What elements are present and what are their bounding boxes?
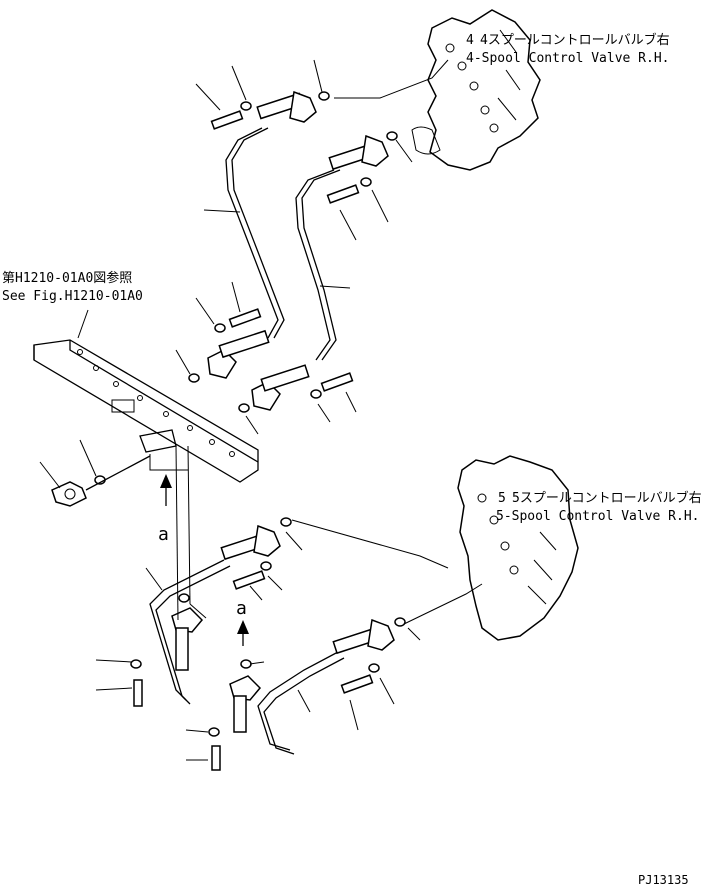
valve-top-number: 4	[466, 33, 474, 48]
hose-lower-b	[229, 618, 395, 755]
arrow-a-lower-label: a	[236, 598, 247, 619]
hose-upper-a	[207, 90, 317, 379]
bolt-set-upper	[188, 91, 398, 413]
arrow-a-lower	[237, 620, 249, 646]
hose-upper-b	[251, 134, 389, 411]
valve-bottom-en-label: 5-Spool Control Valve R.H.	[496, 509, 700, 524]
reference-en-label: See Fig.H1210-01A0	[2, 289, 143, 304]
control-valve-4-spool	[411, 9, 541, 171]
valve-top-en-label: 4-Spool Control Valve R.H.	[466, 51, 670, 66]
valve-top-jp-label: 4スプールコントロールバルブ右	[480, 32, 670, 48]
valve-bottom-number: 5	[498, 491, 506, 506]
bolt-set-lower	[130, 517, 406, 771]
reference-jp-label: 第H1210-01A0図参照	[2, 270, 132, 286]
arrow-a-upper-label: a	[158, 524, 169, 545]
control-valve-5-spool	[457, 455, 579, 641]
drawing-id: PJ13135	[638, 873, 689, 887]
arrow-a-upper	[160, 474, 172, 506]
hose-lower-a	[149, 524, 281, 705]
plug-cap	[51, 455, 151, 507]
valve-bottom-jp-label: 5スプールコントロールバルブ右	[512, 490, 702, 506]
mounting-bracket	[33, 339, 259, 483]
leader-lines	[39, 59, 483, 761]
